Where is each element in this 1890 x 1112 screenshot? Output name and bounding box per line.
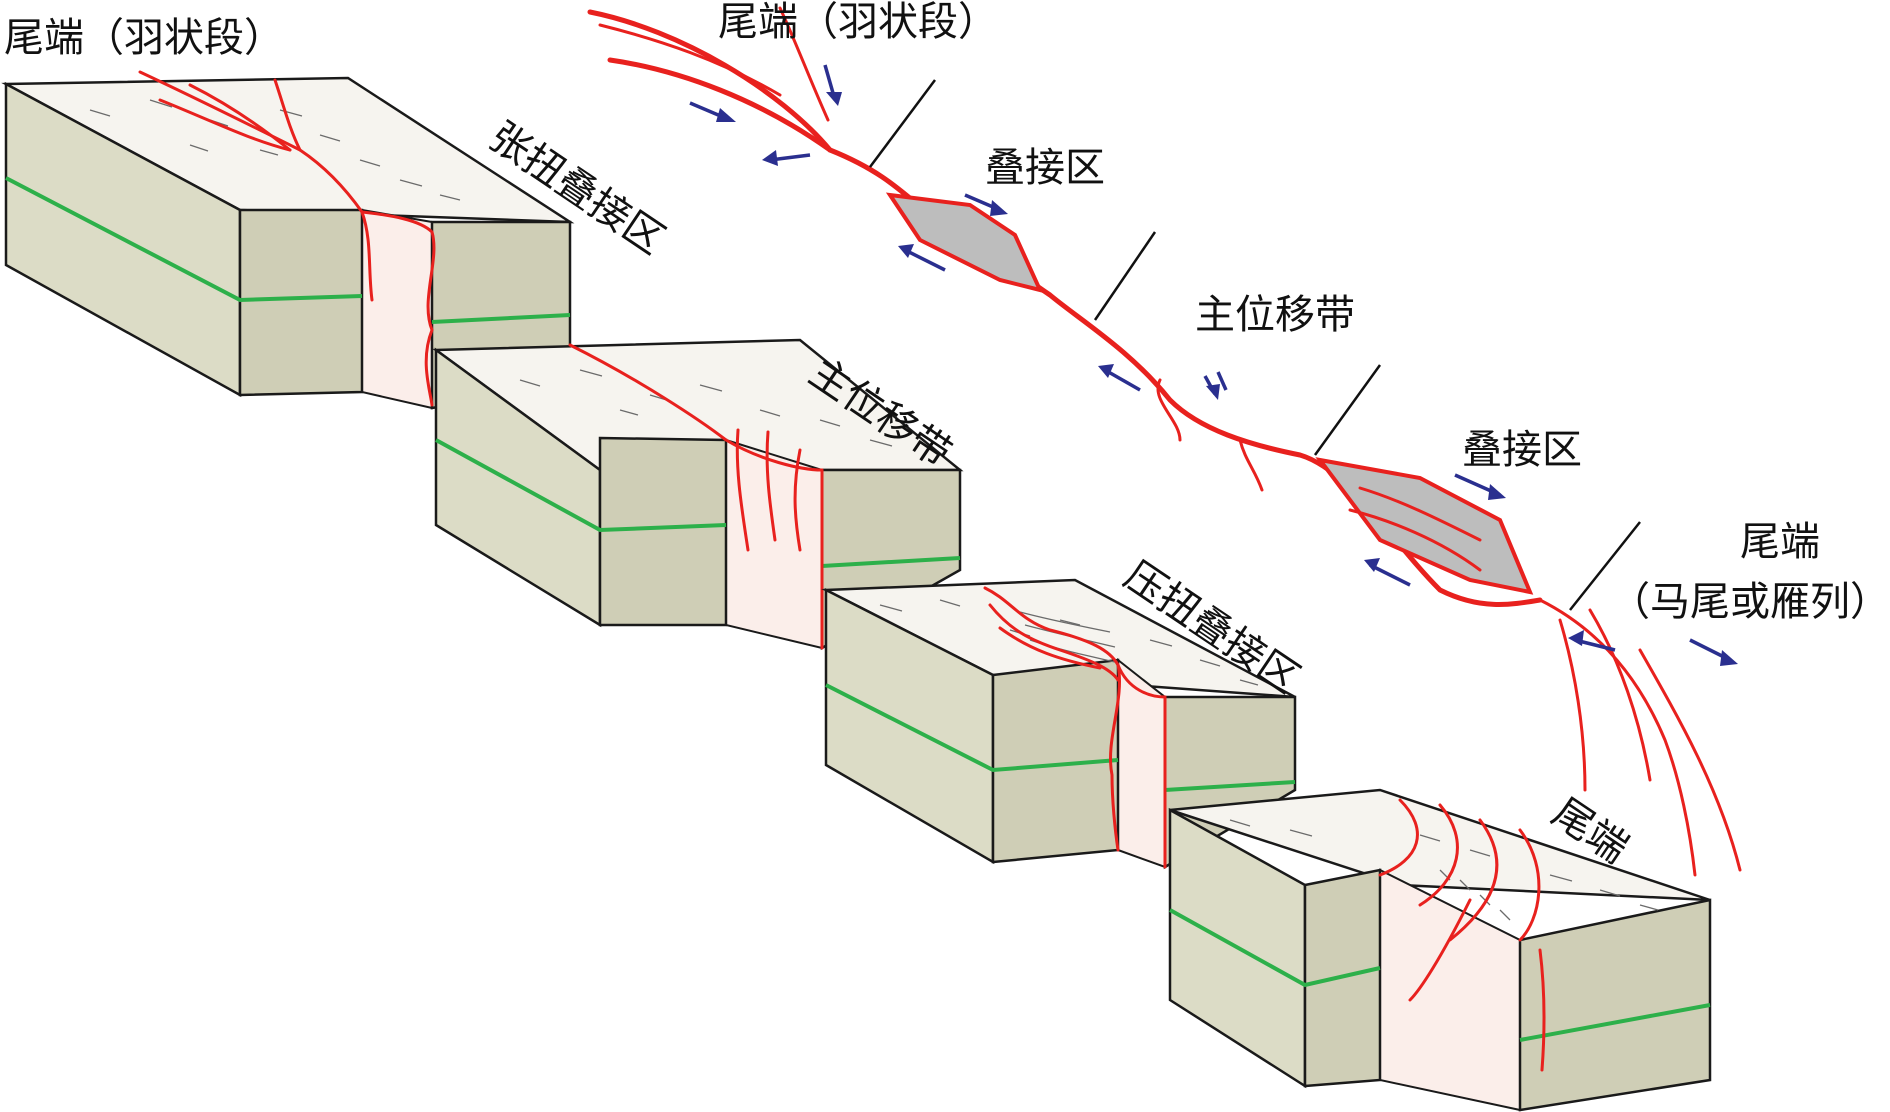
slip-arrows <box>689 64 1738 666</box>
label-map-tail-line2: （马尾或雁列） <box>1610 579 1890 625</box>
label-block-tail-feather: 尾端（羽状段） <box>4 15 284 61</box>
label-map-tail-feather: 尾端（羽状段） <box>718 0 998 45</box>
block-main-displacement <box>432 338 964 651</box>
label-map-main-displacement: 主位移带 <box>1195 292 1355 338</box>
block-tail <box>1168 788 1712 1112</box>
block-transpressional <box>821 578 1297 870</box>
leader-lines <box>868 79 1641 611</box>
label-map-overlap-2: 叠接区 <box>1462 427 1582 473</box>
label-map-tail-line1: 尾端 <box>1740 519 1820 565</box>
label-map-overlap-1: 叠接区 <box>985 145 1105 191</box>
map-fault-trace <box>587 6 1742 877</box>
block-tail-feather <box>1 70 575 410</box>
